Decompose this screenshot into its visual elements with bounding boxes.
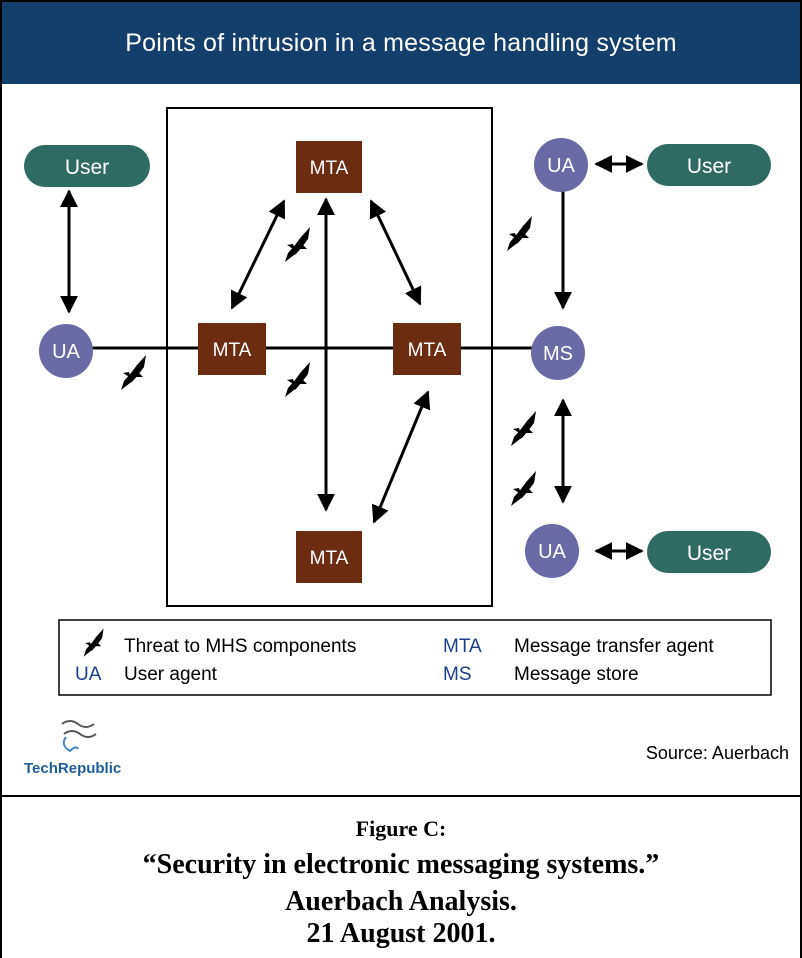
threat-icon (285, 362, 310, 397)
legend-ms-desc: Message store (514, 664, 639, 685)
legend-mta-desc: Message transfer agent (514, 636, 714, 657)
legend-ms-abbr: MS (443, 664, 472, 685)
ua-label: UA (547, 155, 575, 177)
mhs-diagram: User User User UA UA MS UA (24, 107, 789, 777)
ua-node-bottom-right: UA (525, 524, 579, 578)
ua-label: UA (538, 541, 566, 563)
mta-label: MTA (310, 548, 349, 569)
caption-figure-label: Figure C: (355, 816, 447, 841)
legend-threat: Threat to MHS components (124, 636, 356, 657)
user-label: User (687, 155, 731, 178)
legend-ua-desc: User agent (124, 664, 218, 685)
logo-text: TechRepublic (24, 760, 121, 777)
logo-swirl-icon (61, 720, 97, 738)
user-label: User (65, 156, 109, 179)
legend-ua-abbr: UA (75, 664, 102, 685)
mta-node-left: MTA (198, 323, 266, 375)
threat-icon (507, 216, 532, 251)
mta-label: MTA (408, 340, 447, 361)
threat-icon (285, 227, 310, 262)
arrow-mta-top-left (230, 199, 286, 310)
user-label: User (687, 542, 731, 565)
threat-icon (121, 355, 146, 390)
ms-label: MS (543, 343, 573, 365)
arrow-mta-right-bottom (371, 390, 431, 524)
title-bar: Points of intrusion in a message handlin… (2, 2, 800, 84)
ua-node-left: UA (39, 324, 93, 378)
threat-icon (511, 471, 536, 506)
user-node-top-right: User (647, 144, 771, 186)
mta-node-top: MTA (296, 141, 362, 193)
ua-node-top-right: UA (534, 138, 588, 192)
mta-node-bottom: MTA (296, 531, 362, 583)
mta-domain-box (166, 107, 493, 607)
techrepublic-logo: TechRepublic (24, 720, 121, 777)
user-node-bottom-right: User (647, 531, 771, 573)
mta-label: MTA (213, 340, 252, 361)
caption-date: 21 August 2001. (306, 918, 496, 949)
threat-icon (511, 411, 536, 446)
mta-label: MTA (310, 158, 349, 179)
mta-node-right: MTA (393, 323, 461, 375)
caption-source: Auerbach Analysis. (285, 886, 517, 917)
ua-label: UA (52, 341, 80, 363)
ms-node: MS (531, 326, 585, 380)
figure-caption: Figure C: “Security in electronic messag… (2, 795, 800, 958)
arrow-mta-top-right (369, 199, 422, 306)
caption-title: “Security in electronic messaging system… (142, 849, 660, 880)
diagram-title: Points of intrusion in a message handlin… (125, 29, 677, 57)
legend: Threat to MHS components UA User agent M… (58, 619, 772, 696)
legend-mta-abbr: MTA (443, 636, 482, 657)
user-node-top-left: User (24, 145, 150, 187)
source-note: Source: Auerbach (646, 743, 789, 763)
